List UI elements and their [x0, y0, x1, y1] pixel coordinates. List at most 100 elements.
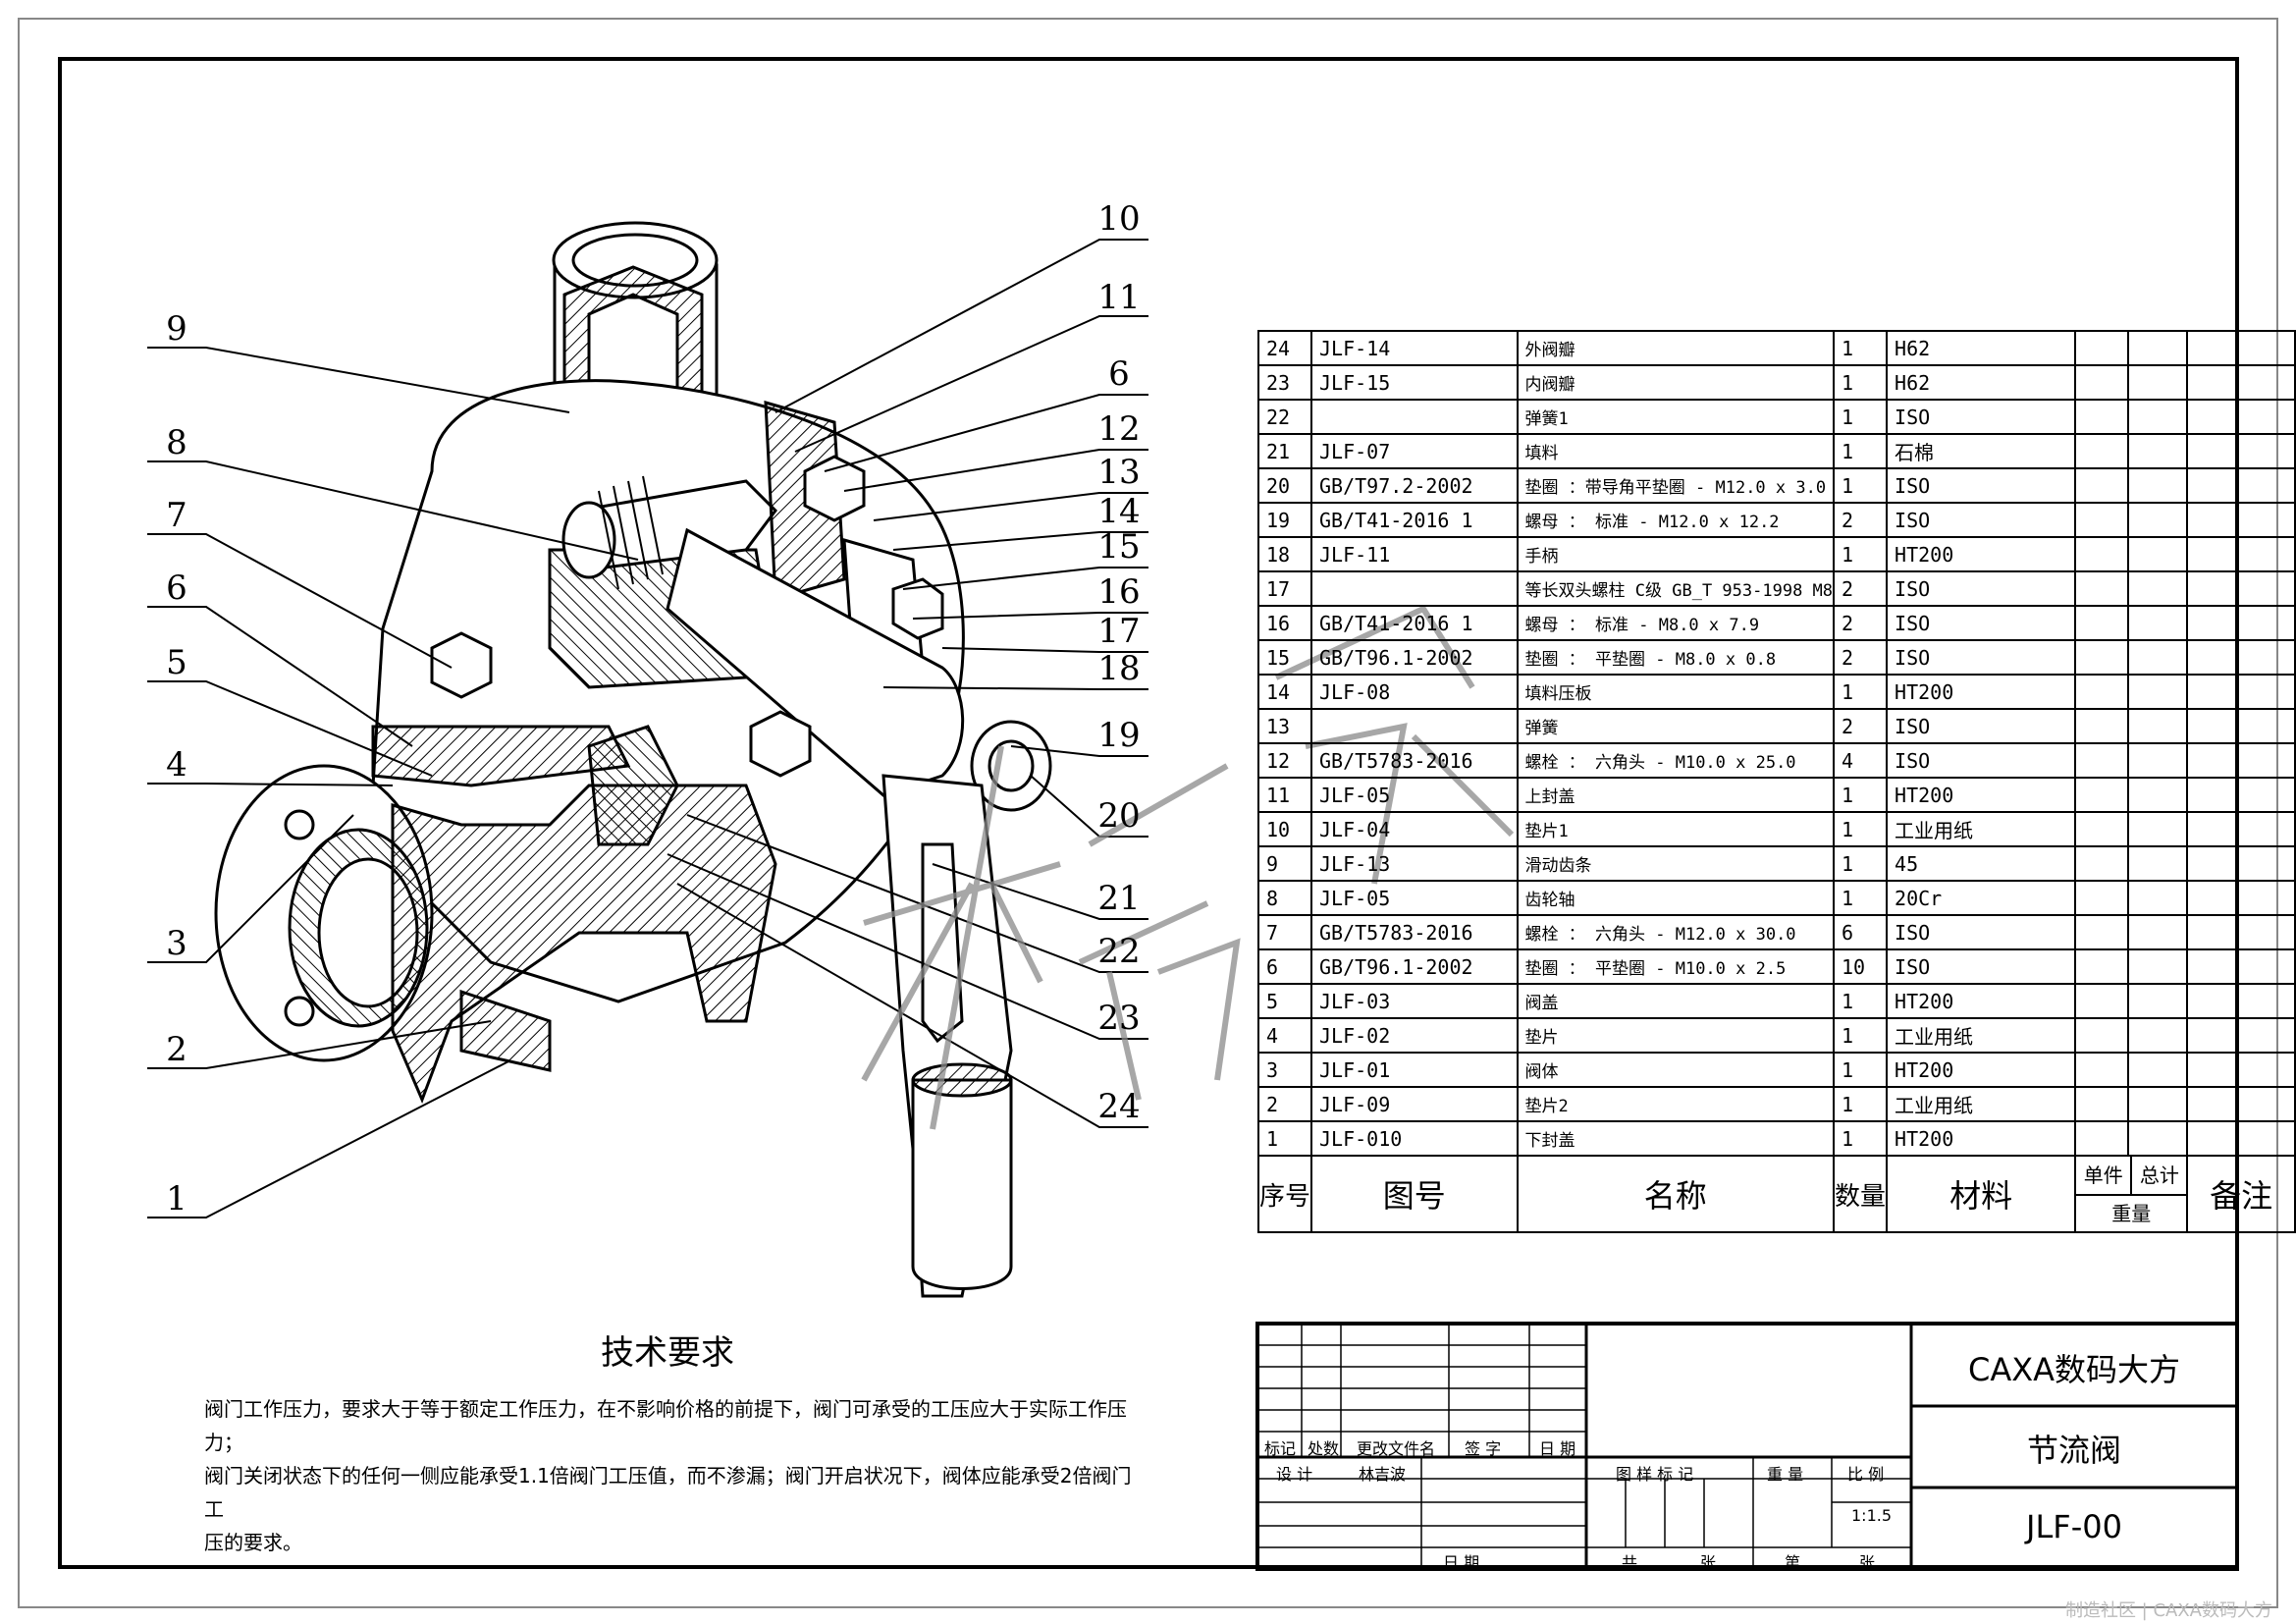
bom-cell-total-weight: [2126, 433, 2189, 469]
bom-header-name: 名称: [1516, 1155, 1836, 1233]
bom-cell-no: 15: [1256, 639, 1313, 676]
scale-value: 1:1.5: [1851, 1506, 1893, 1525]
bom-cell-material: ISO: [1886, 948, 2077, 985]
bom-cell-code: JLF-14: [1310, 330, 1519, 366]
bom-cell-name: 填料压板: [1516, 674, 1836, 710]
bom-cell-remark: [2186, 467, 2296, 504]
bom-cell-name: 内阀瓣: [1516, 364, 1836, 401]
bom-cell-qty: 1: [1833, 1017, 1889, 1054]
callout-17: 17: [1097, 612, 1141, 651]
bom-cell-material: ISO: [1886, 502, 2077, 538]
bom-cell-qty: 2: [1833, 605, 1889, 641]
bom-cell-code: JLF-07: [1310, 433, 1519, 469]
callout-10: 10: [1097, 199, 1141, 239]
bom-cell-no: 23: [1256, 364, 1313, 401]
bom-cell-unit-weight: [2074, 330, 2129, 366]
bom-cell-remark: [2186, 880, 2296, 916]
bom-cell-name: 螺母 ： 标准 - M8.0 x 7.9: [1516, 605, 1836, 641]
bom-cell-remark: [2186, 570, 2296, 607]
valve-disc: [587, 725, 679, 846]
label-change-doc: 更改文件名: [1357, 1439, 1436, 1458]
bom-cell-total-weight: [2126, 1052, 2189, 1088]
bom-cell-no: 5: [1256, 983, 1313, 1019]
tech-line-1: 阀门工作压力，要求大于等于额定工作压力，在不影响价格的前提下，阀门可承受的工压应…: [204, 1397, 1127, 1454]
label-total-sheets: 共: [1622, 1553, 1638, 1572]
callout-8: 8: [166, 423, 187, 462]
bom-cell-total-weight: [2126, 914, 2189, 950]
bom-cell-no: 16: [1256, 605, 1313, 641]
bom-cell-no: 21: [1256, 433, 1313, 469]
tech-requirements-body: 阀门工作压力，要求大于等于额定工作压力，在不影响价格的前提下，阀门可承受的工压应…: [204, 1392, 1137, 1559]
bom-cell-code: JLF-11: [1310, 536, 1519, 572]
label-sheet: 张: [1859, 1553, 1876, 1572]
bom-cell-total-weight: [2126, 1017, 2189, 1054]
bom-cell-remark: [2186, 536, 2296, 572]
bom-cell-material: 工业用纸: [1886, 1017, 2077, 1054]
bom-cell-unit-weight: [2074, 433, 2129, 469]
bom-cell-material: HT200: [1886, 983, 2077, 1019]
bom-cell-no: 10: [1256, 811, 1313, 847]
bom-cell-remark: [2186, 364, 2296, 401]
designer-name: 林吉波: [1359, 1465, 1407, 1484]
bom-cell-unit-weight: [2074, 399, 2129, 435]
bom-cell-code: [1310, 708, 1519, 744]
bom-cell-qty: 4: [1833, 742, 1889, 779]
bom-header-remark: 备注: [2186, 1155, 2296, 1233]
bom-cell-material: 45: [1886, 845, 2077, 882]
tech-line-2: 阀门关闭状态下的任何一侧应能承受1.1倍阀门工压值，而不渗漏；阀门开启状况下，阀…: [204, 1464, 1132, 1521]
bom-cell-qty: 10: [1833, 948, 1889, 985]
bom-cell-qty: 1: [1833, 433, 1889, 469]
leader-lines: [147, 239, 1148, 1218]
bom-cell-code: GB/T97.2-2002: [1310, 467, 1519, 504]
bom-cell-no: 9: [1256, 845, 1313, 882]
bom-cell-code: GB/T5783-2016: [1310, 742, 1519, 779]
bom-cell-code: GB/T96.1-2002: [1310, 639, 1519, 676]
bom-cell-total-weight: [2126, 364, 2189, 401]
callout-3: 3: [166, 924, 187, 963]
bom-cell-name: 垫圈 ：带导角平垫圈 - M12.0 x 3.0: [1516, 467, 1836, 504]
bom-cell-material: H62: [1886, 330, 2077, 366]
bom-cell-total-weight: [2126, 1086, 2189, 1122]
bom-cell-unit-weight: [2074, 914, 2129, 950]
bom-cell-material: HT200: [1886, 1052, 2077, 1088]
bom-cell-material: HT200: [1886, 1120, 2077, 1157]
part-name: 节流阀: [2026, 1432, 2121, 1469]
bom-cell-qty: 1: [1833, 1052, 1889, 1088]
bom-cell-qty: 2: [1833, 639, 1889, 676]
bom-cell-material: HT200: [1886, 674, 2077, 710]
label-mark: 标记: [1264, 1439, 1297, 1458]
bom-cell-qty: 1: [1833, 880, 1889, 916]
bom-cell-no: 1: [1256, 1120, 1313, 1157]
bom-cell-name: 下封盖: [1516, 1120, 1836, 1157]
bom-cell-total-weight: [2126, 1120, 2189, 1157]
bom-cell-material: ISO: [1886, 605, 2077, 641]
bom-cell-name: 阀盖: [1516, 983, 1836, 1019]
bom-cell-material: HT200: [1886, 777, 2077, 813]
label-stage-mark: 图 样 标 记: [1616, 1465, 1694, 1484]
bom-cell-qty: 1: [1833, 1120, 1889, 1157]
bom-cell-no: 8: [1256, 880, 1313, 916]
bom-cell-name: 垫圈 ： 平垫圈 - M10.0 x 2.5: [1516, 948, 1836, 985]
bom-header-weight-label: 重量: [2111, 1202, 2152, 1225]
bom-cell-unit-weight: [2074, 880, 2129, 916]
bom-cell-no: 12: [1256, 742, 1313, 779]
bom-cell-unit-weight: [2074, 1120, 2129, 1157]
bom-cell-unit-weight: [2074, 742, 2129, 779]
bom-header-unit: 单件: [2077, 1158, 2133, 1194]
bom-cell-qty: 1: [1833, 536, 1889, 572]
bom-cell-qty: 2: [1833, 708, 1889, 744]
bom-cell-material: 20Cr: [1886, 880, 2077, 916]
bom-cell-no: 13: [1256, 708, 1313, 744]
bom-cell-no: 14: [1256, 674, 1313, 710]
